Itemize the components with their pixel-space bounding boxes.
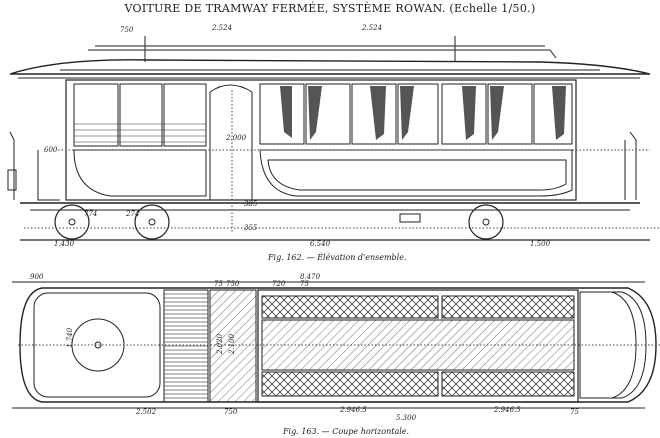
- lower-panel-right: [259, 149, 573, 197]
- dim-bot-right: 2.946.5: [493, 406, 521, 414]
- saloon-windows: [259, 83, 573, 145]
- dim-bot-mid: 2.946.5: [339, 406, 367, 414]
- dim-height-2000: 2.000: [225, 134, 247, 142]
- car-body: [65, 79, 577, 201]
- dim-top-75b: 75: [300, 280, 309, 288]
- left-platform: [9, 131, 60, 201]
- seat-lattice-br: [441, 371, 575, 397]
- dim-base-right: 1.500: [530, 240, 551, 248]
- plan-slats: [163, 289, 209, 403]
- plan-platform-right: [579, 291, 647, 399]
- dim-top-750: 750: [226, 280, 240, 288]
- right-platform: [624, 131, 637, 200]
- lower-panel-left: [73, 149, 207, 197]
- dim-vert-355: 355: [244, 224, 258, 232]
- seat-lattice-tl: [261, 295, 439, 319]
- dim-mid-vert2: 2.100: [228, 333, 236, 355]
- dim-bot-total: 5.300: [396, 414, 417, 422]
- dim-top-left: 900: [30, 273, 44, 281]
- dim-bot-75: 75: [570, 408, 579, 416]
- dim-roof-mid2: 2.524: [361, 24, 382, 32]
- dim-bot-750: 750: [224, 408, 238, 416]
- seat-lattice-bl: [261, 371, 439, 397]
- elevation-view: 750 2.524 2.524 600 2.000 774 274 385 35…: [7, 24, 660, 248]
- dim-wheel-a: 774: [84, 210, 97, 218]
- dim-roof-left: 750: [120, 26, 134, 34]
- wheel-rear: [134, 204, 170, 240]
- roof-rail: [88, 49, 557, 59]
- roof: [9, 59, 651, 75]
- dim-mid-vert1: 2.020: [216, 333, 224, 355]
- dim-left-vert: 1.740: [66, 327, 74, 348]
- dim-roof-mid1: 2.524: [211, 24, 232, 32]
- wheel-front: [54, 204, 90, 240]
- dim-top-75a: 75: [214, 280, 223, 288]
- dim-base-left: 1.430: [54, 240, 75, 248]
- plan-hatch-left: [209, 289, 257, 403]
- fig163-caption: Fig. 163. — Coupe horizontale.: [283, 427, 410, 436]
- dim-top-total: 8.470: [300, 273, 321, 281]
- plan-outline: [19, 287, 657, 403]
- dim-wheel-b: 274: [125, 210, 139, 218]
- dim-vert-385: 385: [244, 200, 258, 208]
- wheel-motor: [468, 204, 504, 240]
- dim-top-720: 720: [272, 280, 286, 288]
- dim-bot-left: 2.502: [135, 408, 157, 416]
- fig162-caption: Fig. 162. — Élévation d'ensemble.: [268, 253, 407, 262]
- entrance-door: [209, 84, 253, 200]
- dim-side-600: 600: [44, 146, 58, 154]
- plan-platform-left: [33, 292, 161, 398]
- seat-lattice-tr: [441, 295, 575, 319]
- plan-saloon: [257, 289, 579, 403]
- page-title: VOITURE DE TRAMWAY FERMÉE, SYSTÈME ROWAN…: [124, 2, 536, 15]
- dim-base-mid: 6.540: [310, 240, 331, 248]
- plan-view: 900 8.470 75 750 720 75 1.740 2.020 2.10…: [12, 273, 660, 422]
- coupling-gear: [399, 213, 421, 223]
